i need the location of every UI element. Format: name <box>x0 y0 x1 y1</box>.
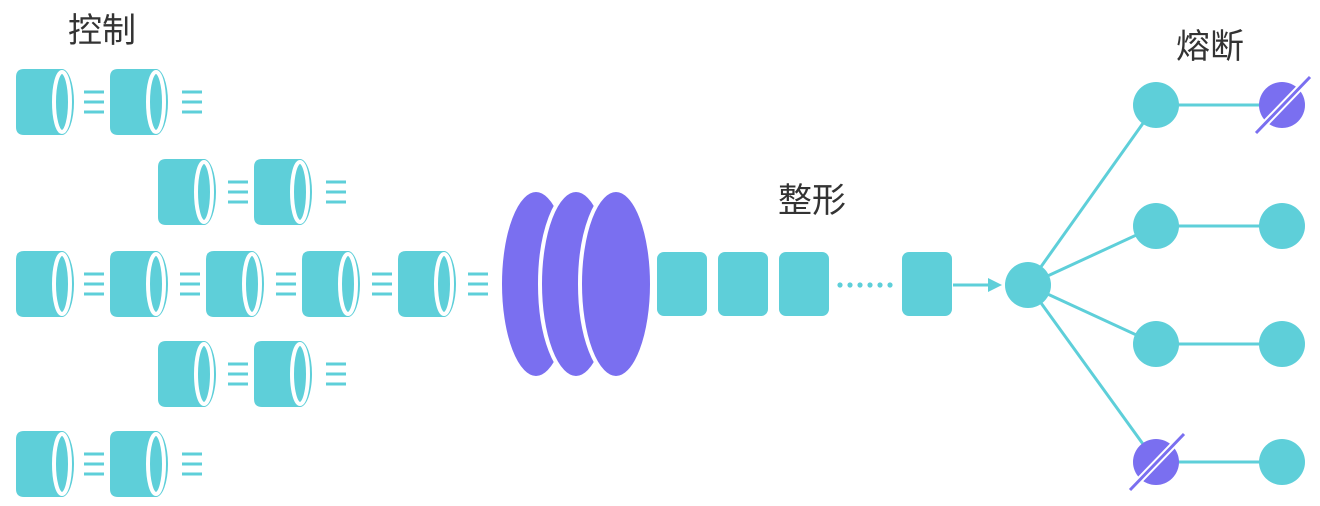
filter-discs <box>498 188 654 380</box>
arrow-right-icon <box>953 278 1002 292</box>
cylinder-request-icon <box>252 339 314 409</box>
cylinder-request-icon <box>252 157 314 227</box>
ellipsis-dots <box>837 282 893 288</box>
service-tree <box>1005 74 1313 493</box>
flow-lines-icon <box>226 362 250 386</box>
cylinder-request-icon <box>14 249 76 319</box>
request-chain-row-4 <box>156 339 348 409</box>
service-node-icon <box>1259 321 1305 367</box>
cylinder-request-icon <box>396 249 458 319</box>
cylinder-request-icon <box>156 339 218 409</box>
circuit-breaking-label: 熔断 <box>1176 27 1244 67</box>
request-chain-row-3 <box>14 249 490 319</box>
flow-lines-icon <box>274 272 298 296</box>
broken-service-node-icon <box>1253 74 1313 136</box>
flow-lines-icon <box>82 272 106 296</box>
request-chain-row-1 <box>14 67 204 137</box>
service-node-icon <box>1133 203 1179 249</box>
cylinder-request-icon <box>14 429 76 499</box>
flow-lines-icon <box>178 272 202 296</box>
flow-lines-icon <box>324 180 348 204</box>
queue-slot <box>718 252 768 316</box>
disc-filter-icon <box>578 188 654 380</box>
cylinder-request-icon <box>14 67 76 137</box>
flow-lines-icon <box>370 272 394 296</box>
request-chain-row-5 <box>14 429 204 499</box>
service-node-icon <box>1133 82 1179 128</box>
flow-lines-icon <box>82 452 106 476</box>
service-node-icon <box>1259 203 1305 249</box>
cylinder-request-icon <box>108 429 170 499</box>
shaping-queue <box>657 252 952 316</box>
flow-lines-icon <box>226 180 250 204</box>
queue-slot <box>779 252 829 316</box>
broken-service-node-icon <box>1127 431 1187 493</box>
cylinder-request-icon <box>204 249 266 319</box>
service-node-icon <box>1005 262 1051 308</box>
cylinder-request-icon <box>300 249 362 319</box>
queue-slot <box>657 252 707 316</box>
flow-lines-icon <box>324 362 348 386</box>
flow-lines-icon <box>466 272 490 296</box>
shaping-label: 整形 <box>778 181 846 221</box>
flow-lines-icon <box>82 90 106 114</box>
service-node-icon <box>1133 321 1179 367</box>
request-chain-row-2 <box>156 157 348 227</box>
cylinder-request-icon <box>108 249 170 319</box>
control-label: 控制 <box>68 11 136 51</box>
service-node-icon <box>1259 439 1305 485</box>
cylinder-request-icon <box>156 157 218 227</box>
flow-lines-icon <box>180 452 204 476</box>
queue-slot <box>902 252 952 316</box>
flow-lines-icon <box>180 90 204 114</box>
cylinder-request-icon <box>108 67 170 137</box>
